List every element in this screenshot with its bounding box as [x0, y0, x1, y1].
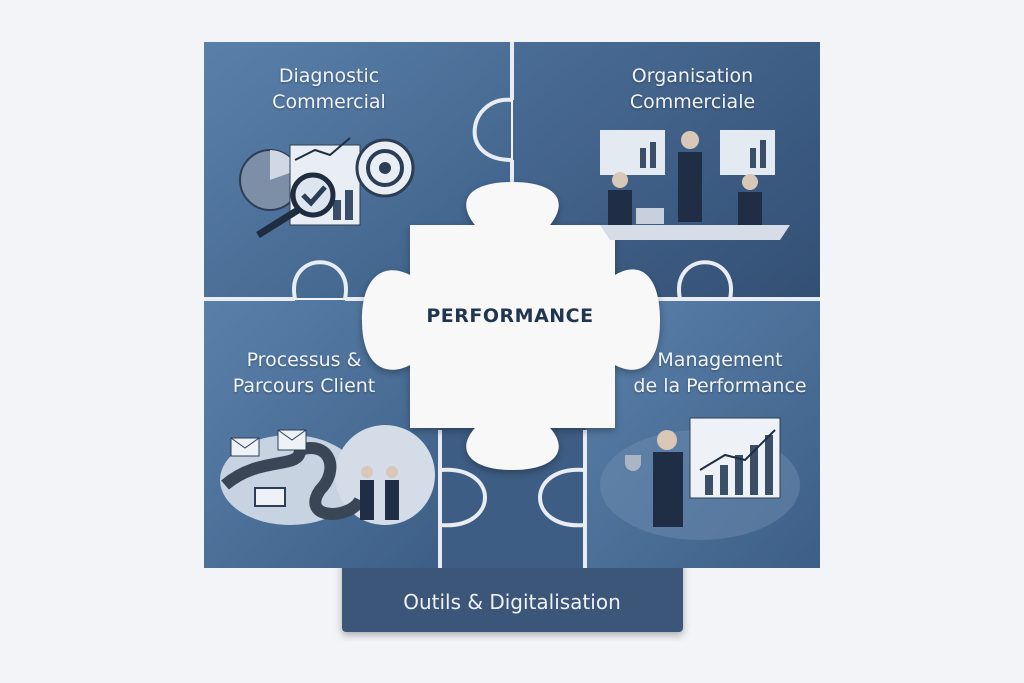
- bottom-label: Outils & Digitalisation: [403, 590, 621, 614]
- title-line: de la Performance: [633, 375, 807, 397]
- piece-diagnostic-title: Diagnostic Commercial: [204, 63, 454, 115]
- title-line: Management: [657, 349, 783, 371]
- piece-organisation-title: Organisation Commerciale: [565, 63, 820, 115]
- center-label: PERFORMANCE: [426, 305, 594, 327]
- title-line: Processus &: [246, 349, 362, 371]
- customer-journey-icon: [220, 425, 435, 525]
- presenter-trophy-chart-icon: [600, 417, 800, 540]
- piece-management-title: Management de la Performance: [620, 347, 820, 399]
- center-piece: [362, 182, 660, 470]
- piece-processus-title: Processus & Parcours Client: [204, 347, 404, 399]
- title-line: Commerciale: [629, 91, 756, 113]
- title-line: Parcours Client: [232, 375, 376, 397]
- team-meeting-icon: [600, 130, 790, 240]
- title-line: Diagnostic: [278, 65, 380, 87]
- title-line: Organisation: [631, 65, 754, 87]
- analytics-chart-target-icon: [239, 137, 415, 238]
- title-line: Commercial: [272, 91, 386, 113]
